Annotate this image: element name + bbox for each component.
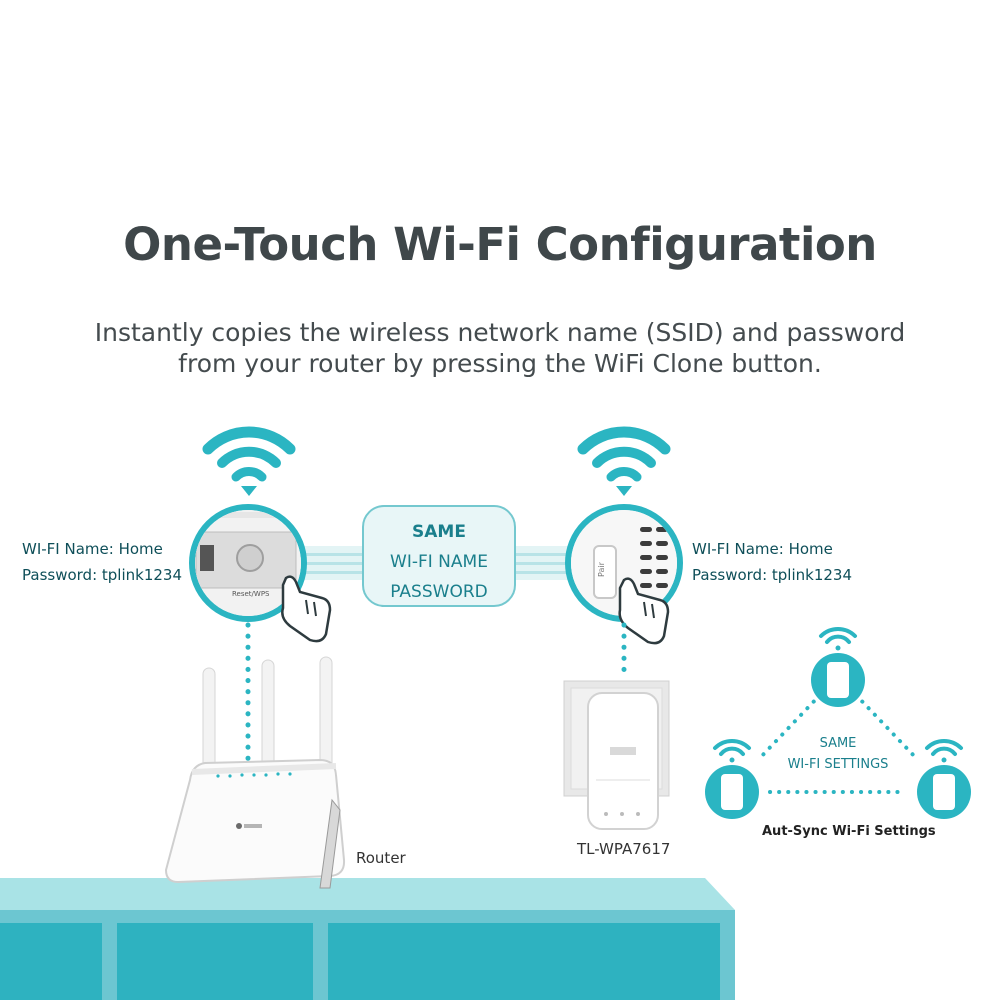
adapter-label: TL-WPA7617 [577,840,671,858]
router-label: Router [356,849,406,867]
triangle-caption: Aut-Sync Wi-Fi Settings [762,824,936,839]
reset-wps-label: Reset/WPS [232,590,270,598]
wifi-icon-right [577,426,671,496]
adapter-device [563,680,670,830]
router-device [164,656,346,889]
same-credentials-box: SAME WI-FI NAME PASSWORD [362,505,516,607]
connection-bands [300,546,574,580]
left-wifi-password: Password: tplink1234 [22,566,182,584]
triangle-line-1: SAME [819,736,857,751]
triangle-line-2: WI-FI SETTINGS [787,757,889,772]
mesh-node-top [811,626,865,707]
right-wifi-name: WI-FI Name: Home [692,540,833,558]
page-title: One-Touch Wi-Fi Configuration [123,218,877,271]
triangle-mesh [705,626,971,819]
same-box-line-1: SAME [412,522,466,542]
wifi-icon-left [202,426,296,496]
subtitle-line-1: Instantly copies the wireless network na… [94,318,906,347]
right-credentials: WI-FI Name: Home Password: tplink1234 [692,536,852,588]
mesh-node-left [705,738,759,819]
triangle-center-text: SAME WI-FI SETTINGS [770,733,906,775]
furniture-shelf [0,878,735,1000]
same-box-line-3: PASSWORD [390,582,488,602]
subtitle-line-2: from your router by pressing the WiFi Cl… [178,349,822,378]
mesh-node-right [917,738,971,819]
right-wifi-password: Password: tplink1234 [692,566,852,584]
left-credentials: WI-FI Name: Home Password: tplink1234 [22,536,182,588]
pair-label: Pair [596,562,606,577]
same-box-line-2: WI-FI NAME [390,552,488,572]
adapter-button-closeup [565,504,683,645]
left-wifi-name: WI-FI Name: Home [22,540,163,558]
router-button-closeup [189,504,332,643]
